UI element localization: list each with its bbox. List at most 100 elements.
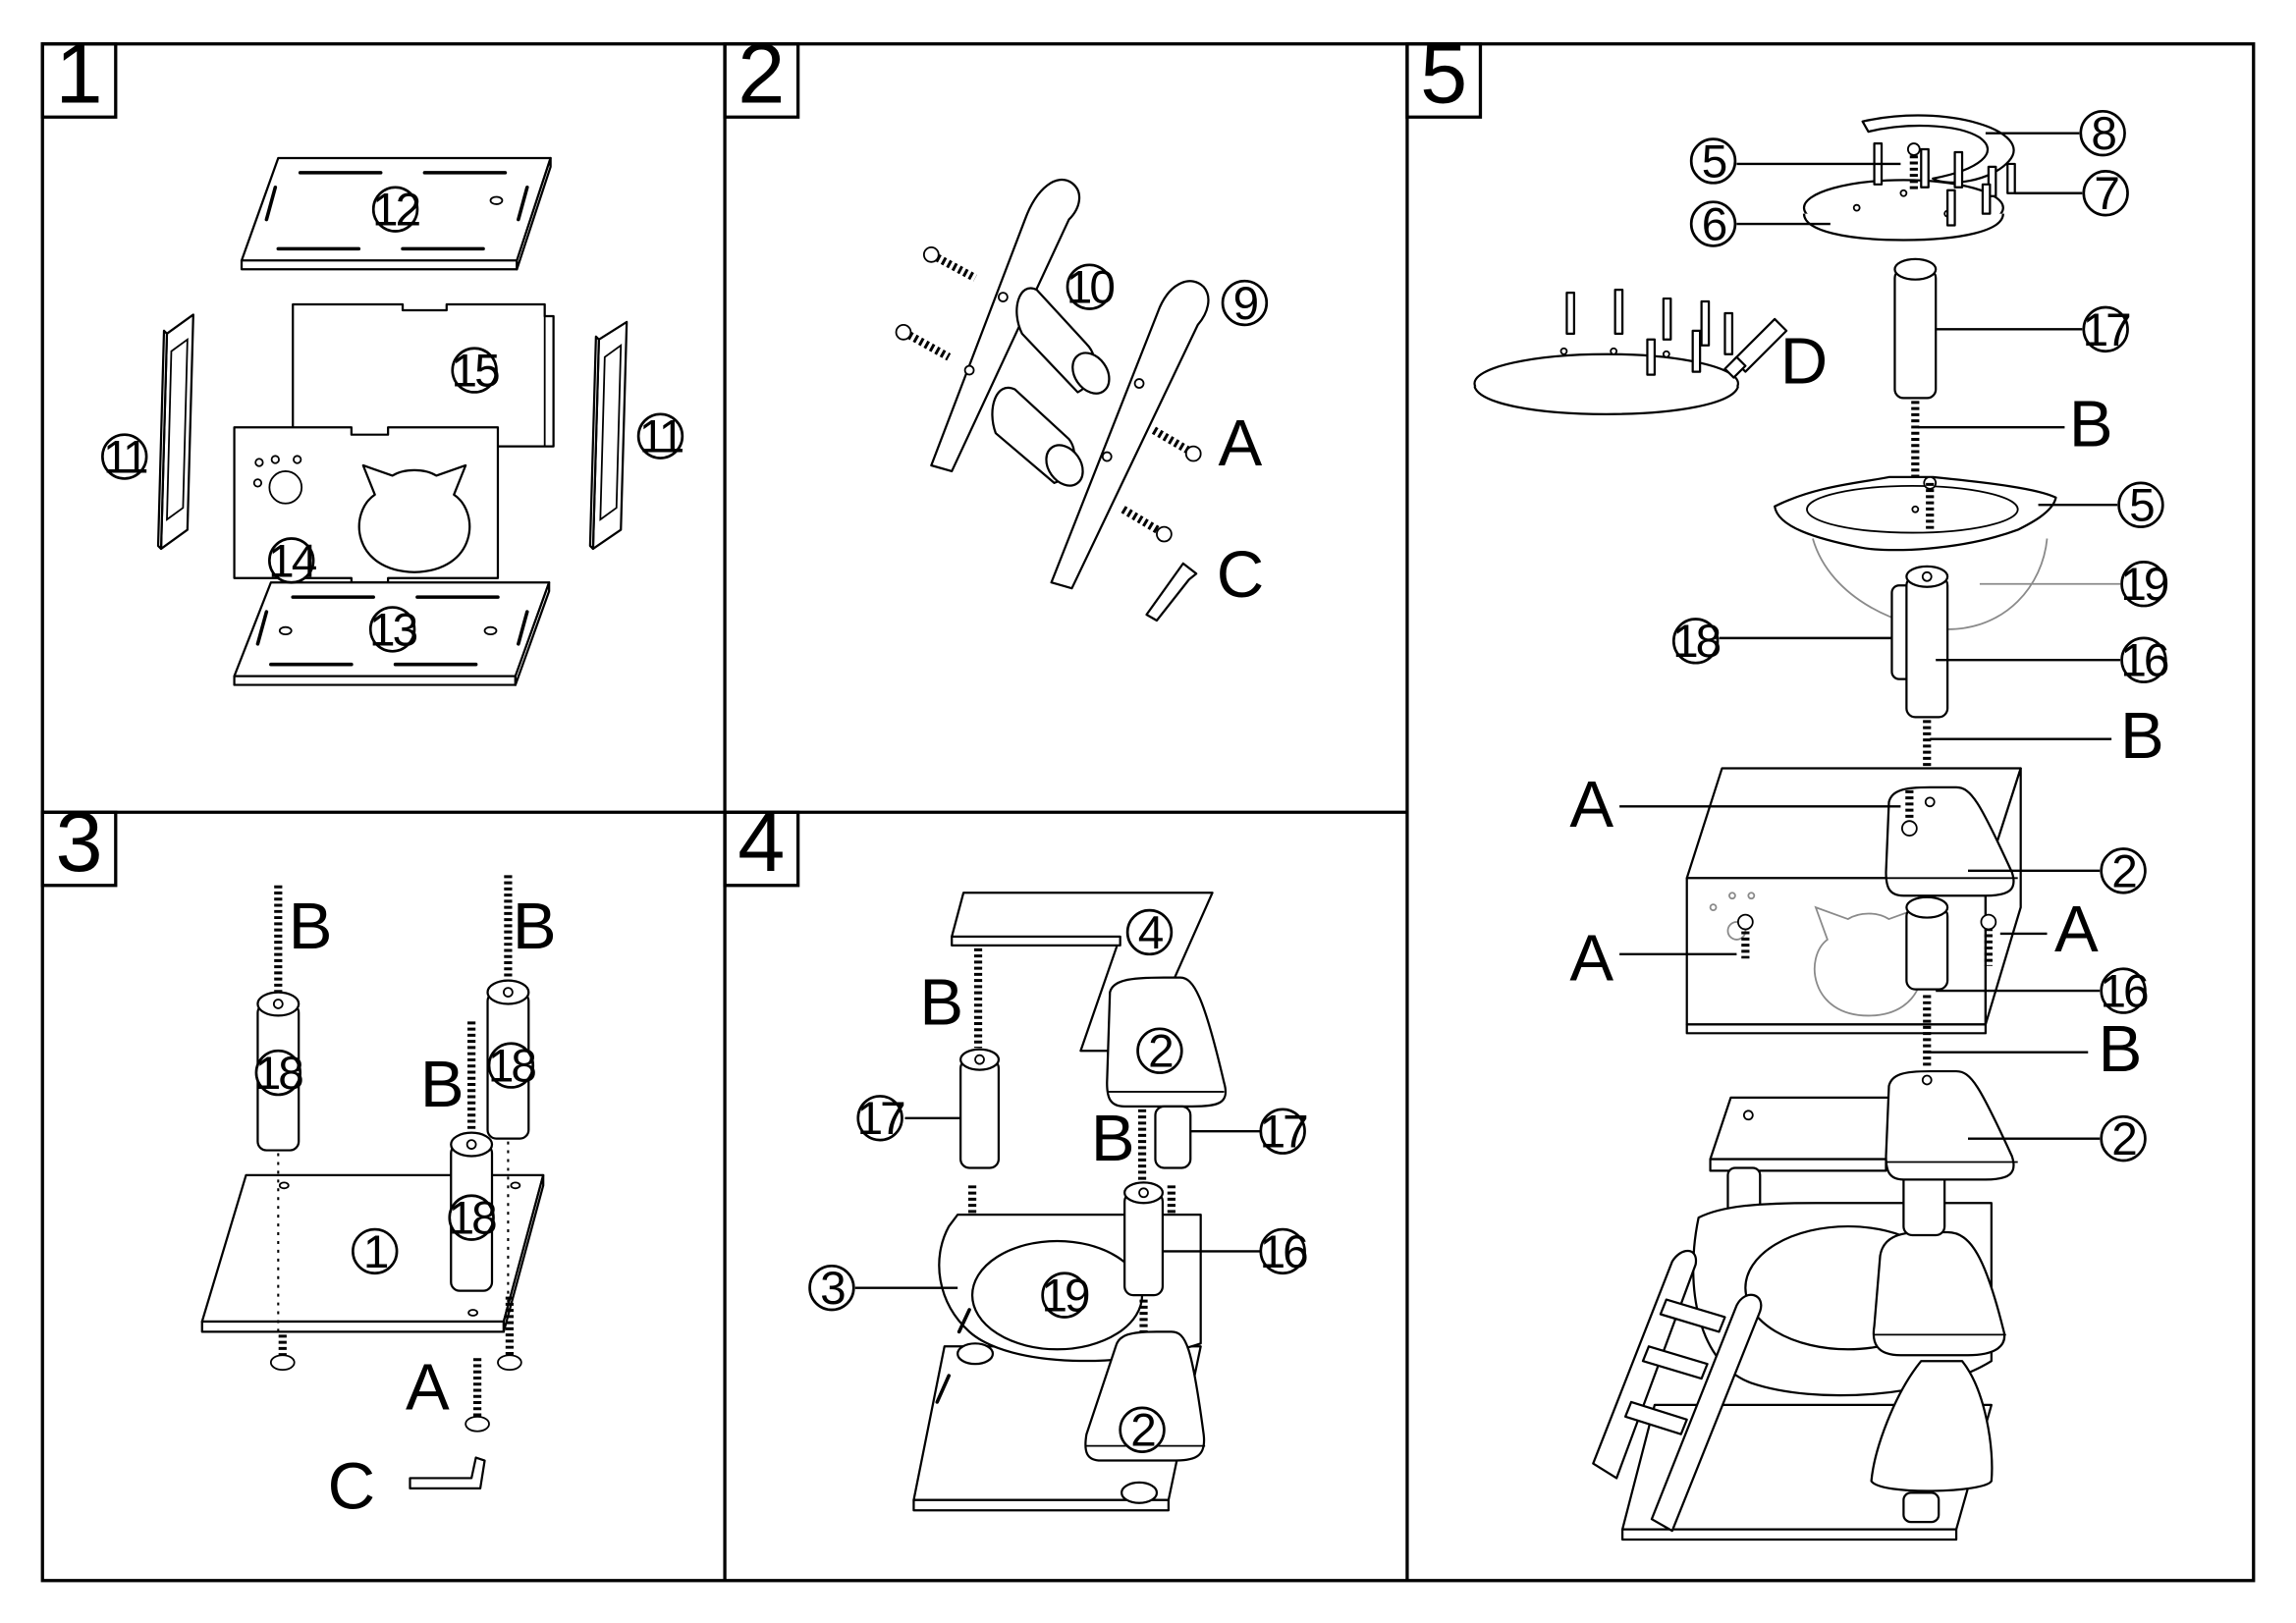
- part-label-7: 7: [2014, 168, 2129, 220]
- hardware-label-a: A: [1219, 406, 1263, 480]
- hex-key-part: [1145, 562, 1198, 622]
- svg-text:A: A: [1569, 768, 1613, 841]
- svg-text:16: 16: [2101, 965, 2149, 1017]
- hardware-label-a: A: [406, 1350, 450, 1424]
- hardware-label-d: D: [1780, 325, 1828, 399]
- svg-text:2: 2: [1148, 1026, 1173, 1078]
- svg-text:A: A: [2054, 893, 2099, 966]
- part-label-17: 17: [1936, 304, 2133, 356]
- hardware-label-b: B: [1091, 1102, 1135, 1175]
- svg-text:3: 3: [820, 1263, 845, 1315]
- svg-text:2: 2: [738, 27, 785, 121]
- svg-text:15: 15: [452, 346, 500, 398]
- right-side-panel-part: [588, 320, 629, 551]
- ladder-rung-upper: [1015, 287, 1111, 395]
- svg-text:A: A: [1569, 922, 1613, 996]
- post-16-lower-part: [1905, 895, 1949, 991]
- post-17-top-part: [1893, 257, 1938, 400]
- left-side-panel-part: [156, 313, 194, 551]
- part-label-16-lower: 16: [1936, 965, 2151, 1017]
- hardware-label-c: C: [1217, 538, 1264, 612]
- panel-5-drawing: 8 5 7 6 D 17 B 5 19: [1473, 108, 2171, 1542]
- svg-text:2: 2: [2111, 1113, 2136, 1165]
- part-label-8: 8: [1985, 108, 2126, 160]
- glue-platform-part: [1473, 289, 1788, 415]
- part-label-17-left: 17: [856, 1093, 961, 1145]
- svg-text:4: 4: [1138, 907, 1164, 959]
- post-17-left-part: [959, 1048, 1001, 1169]
- hardware-label-b: B: [513, 890, 557, 963]
- svg-text:B: B: [2120, 699, 2164, 773]
- part-label-1: 1: [352, 1226, 399, 1278]
- svg-text:18: 18: [488, 1041, 536, 1093]
- post-17-right-part: [1154, 1105, 1192, 1169]
- svg-text:17: 17: [1260, 1107, 1308, 1159]
- svg-text:17: 17: [857, 1093, 905, 1145]
- hardware-label-a-3: A: [1999, 893, 2099, 966]
- hardware-label-b: B: [420, 1048, 465, 1121]
- svg-text:10: 10: [1066, 262, 1115, 314]
- part-label-17-right: 17: [1190, 1107, 1310, 1159]
- svg-text:5: 5: [2129, 480, 2154, 532]
- step-number-1: 1: [40, 27, 118, 121]
- svg-text:B: B: [2099, 1012, 2143, 1086]
- final-base-part: [1592, 1069, 2018, 1542]
- panel-3-drawing: B B B A C 18 18 18 1: [200, 875, 557, 1524]
- svg-text:19: 19: [2120, 559, 2168, 611]
- hex-key-part: [409, 1456, 486, 1489]
- back-panel-part: [292, 302, 555, 448]
- svg-text:18: 18: [1672, 616, 1721, 668]
- svg-text:B: B: [2069, 388, 2113, 461]
- part-label-2-upper: 2: [1968, 845, 2147, 897]
- part-label-18-left: 18: [254, 1048, 305, 1100]
- part-label-16: 16: [1162, 1226, 1310, 1278]
- svg-text:14: 14: [268, 535, 317, 587]
- screw-head: [1980, 913, 1997, 931]
- ladder-rail-left-part: [930, 178, 1081, 473]
- ladder-rung-lower: [991, 386, 1084, 487]
- svg-text:2: 2: [2111, 845, 2136, 897]
- svg-text:7: 7: [2094, 168, 2118, 220]
- part-label-5-pins: 5: [1689, 135, 1901, 188]
- panel-2-drawing: 10 9 A C: [895, 178, 1269, 622]
- screw-head: [1737, 913, 1754, 931]
- part-label-11-left: 11: [101, 431, 150, 483]
- screw-part: [269, 1296, 522, 1433]
- svg-text:4: 4: [738, 795, 785, 890]
- step-number-2: 2: [723, 27, 800, 121]
- panel-1-drawing: 12 15 11 11 14 13: [101, 156, 686, 686]
- step-number-3: 3: [40, 795, 118, 890]
- hardware-label-b: B: [919, 965, 963, 1039]
- hardware-label-a-2: A: [1569, 922, 1737, 996]
- svg-text:11: 11: [639, 411, 683, 463]
- part-label-16-upper: 16: [1936, 635, 2171, 687]
- part-label-4: 4: [1125, 907, 1174, 959]
- svg-text:8: 8: [2091, 108, 2115, 160]
- hardware-label-b-3: B: [1927, 1012, 2142, 1086]
- part-label-2-upper: 2: [1136, 1026, 1183, 1078]
- part-label-19: 19: [1041, 1271, 1092, 1323]
- svg-text:5: 5: [1420, 27, 1467, 121]
- svg-text:6: 6: [1702, 198, 1726, 250]
- step-upper-part: [1885, 785, 2018, 897]
- part-label-11-right: 11: [636, 411, 686, 463]
- hardware-label-a-1: A: [1569, 768, 1901, 841]
- round-top-part: [1802, 179, 2004, 242]
- part-label-2-lower: 2: [1968, 1113, 2147, 1165]
- svg-text:2: 2: [1130, 1405, 1155, 1457]
- post-16-upper-part: [1905, 565, 1949, 719]
- ladder-rail-right-part: [1050, 280, 1210, 590]
- hammock-arc-part: [1861, 114, 2015, 184]
- part-label-5-bowl: 5: [2038, 480, 2164, 532]
- part-label-13: 13: [368, 604, 420, 656]
- part-label-18-front: 18: [448, 1193, 499, 1245]
- svg-text:16: 16: [2120, 635, 2168, 687]
- svg-text:1: 1: [55, 27, 102, 121]
- part-label-6: 6: [1689, 198, 1831, 250]
- svg-text:18: 18: [255, 1048, 303, 1100]
- svg-text:12: 12: [372, 185, 420, 237]
- svg-text:19: 19: [1041, 1271, 1089, 1323]
- svg-text:3: 3: [55, 795, 102, 890]
- svg-text:13: 13: [369, 604, 417, 656]
